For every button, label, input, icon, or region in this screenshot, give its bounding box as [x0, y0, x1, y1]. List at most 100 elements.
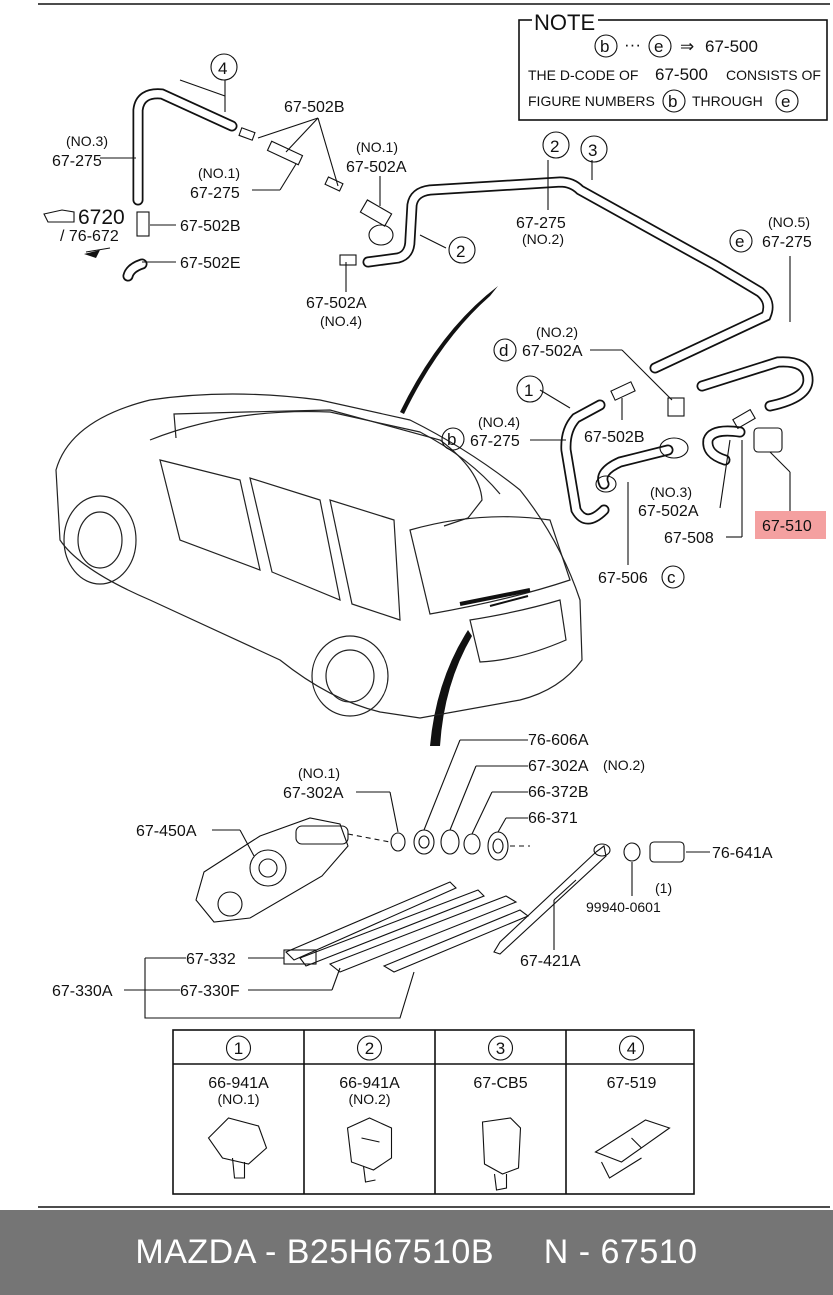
note-circle-b	[594, 34, 618, 58]
footer-bar: MAZDA - B25H67510B N - 67510	[0, 1210, 833, 1295]
clip-num-circle-4	[618, 1035, 645, 1061]
pointer-stroke-upper	[400, 286, 498, 414]
label-67-330a: 67-330A	[52, 983, 113, 1000]
label-67-502a-no4: 67-502A	[306, 295, 367, 312]
label-67-275-no5: 67-275	[762, 234, 812, 251]
label-76-606a: 76-606A	[528, 732, 589, 749]
arrow-left-icon	[84, 250, 100, 258]
clip-num-circle-1	[225, 1035, 252, 1061]
note-circle-e	[648, 34, 672, 58]
label-no2-c: (NO.2)	[603, 757, 645, 773]
clip-illustration-4	[594, 1119, 671, 1179]
label-67-275-no2: 67-275	[516, 215, 566, 232]
note-range-to: e	[654, 37, 663, 56]
callout-e-circle	[729, 229, 753, 253]
clip-num-circle-3	[487, 1035, 514, 1061]
label-67-510: 67-510	[762, 518, 812, 535]
clip-table: 166-941A(NO.1)266-941A(NO.2)367-CB5467-5…	[172, 1029, 695, 1195]
callout-4-circle	[210, 53, 238, 81]
callout-4: 4	[218, 59, 227, 78]
label-no4-b: (NO.4)	[478, 414, 520, 430]
note-line1-a: THE D-CODE OF	[528, 67, 638, 83]
callout-3: 3	[588, 141, 597, 160]
clip-num-circle-2	[356, 1035, 383, 1061]
part-labels: (NO.3) 67-275 67-502B (NO.1) 67-275 (NO.…	[52, 99, 826, 1000]
clip-num-3: 3	[496, 1039, 505, 1058]
callout-2a-circle	[448, 236, 476, 264]
leader-lines-upper	[85, 79, 791, 565]
label-76-672: / 76-672	[60, 228, 119, 245]
label-67-502a-no2: 67-502A	[522, 343, 583, 360]
label-67-502b-top: 67-502B	[284, 99, 345, 116]
label-no5: (NO.5)	[768, 214, 810, 230]
label-67-502b-left: 67-502B	[180, 218, 241, 235]
label-one-paren: (1)	[655, 880, 672, 896]
clip-illustration-3	[481, 1117, 522, 1191]
clip-part-3: 67-CB5	[473, 1075, 527, 1092]
label-67-421a: 67-421A	[520, 953, 581, 970]
callout-2b-circle	[542, 131, 570, 159]
callout-3-circle	[580, 135, 608, 163]
clip-part-2: 66-941A	[339, 1075, 400, 1092]
car-outline	[55, 393, 583, 719]
clip-num-2: 2	[365, 1039, 374, 1058]
label-67-502e: 67-502E	[180, 255, 241, 272]
note-line1-c: CONSISTS OF	[726, 67, 821, 83]
label-67-275-no1: 67-275	[190, 185, 240, 202]
leader-lines-lower	[124, 739, 710, 1019]
label-67-502a-no3: 67-502A	[638, 503, 699, 520]
clip-illustration-2	[346, 1117, 393, 1183]
parts-diagram: NOTE b ··· e ⇒ 67-500 THE D-CODE OF 67-5…	[38, 3, 830, 1208]
callout-d-circle	[493, 338, 517, 362]
label-67-330f: 67-330F	[180, 983, 240, 1000]
note-box: NOTE b ··· e ⇒ 67-500 THE D-CODE OF 67-5…	[518, 10, 828, 121]
callout-b-circle	[441, 427, 465, 451]
callout-c: c	[667, 568, 676, 587]
label-no3-a: (NO.3)	[66, 133, 108, 149]
note-line1-b: 67-500	[655, 65, 708, 84]
label-no4-a: (NO.4)	[320, 313, 362, 329]
label-76-641a: 76-641A	[712, 845, 773, 862]
label-67-450a: 67-450A	[136, 823, 197, 840]
label-no2-b: (NO.2)	[536, 324, 578, 340]
label-67-302a-no2: 67-302A	[528, 758, 589, 775]
label-67-502a-no1: 67-502A	[346, 159, 407, 176]
callout-2a: 2	[456, 242, 465, 261]
wiper-assembly	[195, 817, 685, 973]
clip-part-1: 66-941A	[208, 1075, 269, 1092]
label-67-502b-mid: 67-502B	[584, 429, 645, 446]
note-dots: ···	[624, 35, 641, 54]
note-title: NOTE	[534, 10, 595, 35]
clip-part-4: 67-519	[607, 1075, 657, 1092]
clip-sub-2: (NO.2)	[349, 1091, 391, 1107]
note-arrow: ⇒	[680, 37, 694, 56]
label-67-275-no4: 67-275	[470, 433, 520, 450]
label-66-372b: 66-372B	[528, 784, 589, 801]
label-67-275-no3: 67-275	[52, 153, 102, 170]
clip-num-1: 1	[234, 1039, 243, 1058]
pointing-hand-icon	[43, 209, 75, 223]
label-no2-a: (NO.2)	[522, 231, 564, 247]
callout-d: d	[499, 341, 508, 360]
footer-text: MAZDA - B25H67510B N - 67510	[135, 1233, 698, 1271]
label-67-302a-no1: 67-302A	[283, 785, 344, 802]
note-range-from: b	[600, 37, 609, 56]
label-no1-c: (NO.1)	[298, 765, 340, 781]
note-range-target: 67-500	[705, 37, 758, 56]
label-99940-0601: 99940-0601	[586, 899, 661, 915]
clip-illustration-1	[207, 1117, 268, 1179]
nozzle-67-510-shape	[753, 427, 783, 453]
note-circle-e2	[775, 89, 799, 113]
clip-num-4: 4	[627, 1039, 636, 1058]
clip-sub-1: (NO.1)	[218, 1091, 260, 1107]
note-line2-b: b	[668, 92, 677, 111]
note-line2-d: e	[781, 92, 790, 111]
label-6720: 6720	[78, 206, 125, 229]
label-67-506: 67-506	[598, 570, 648, 587]
callout-b: b	[447, 430, 456, 449]
callout-1-circle	[516, 375, 544, 403]
label-66-371: 66-371	[528, 810, 578, 827]
note-line2-c: THROUGH	[692, 93, 763, 109]
pointer-stroke-lower	[430, 630, 472, 746]
note-circle-b2	[662, 89, 686, 113]
